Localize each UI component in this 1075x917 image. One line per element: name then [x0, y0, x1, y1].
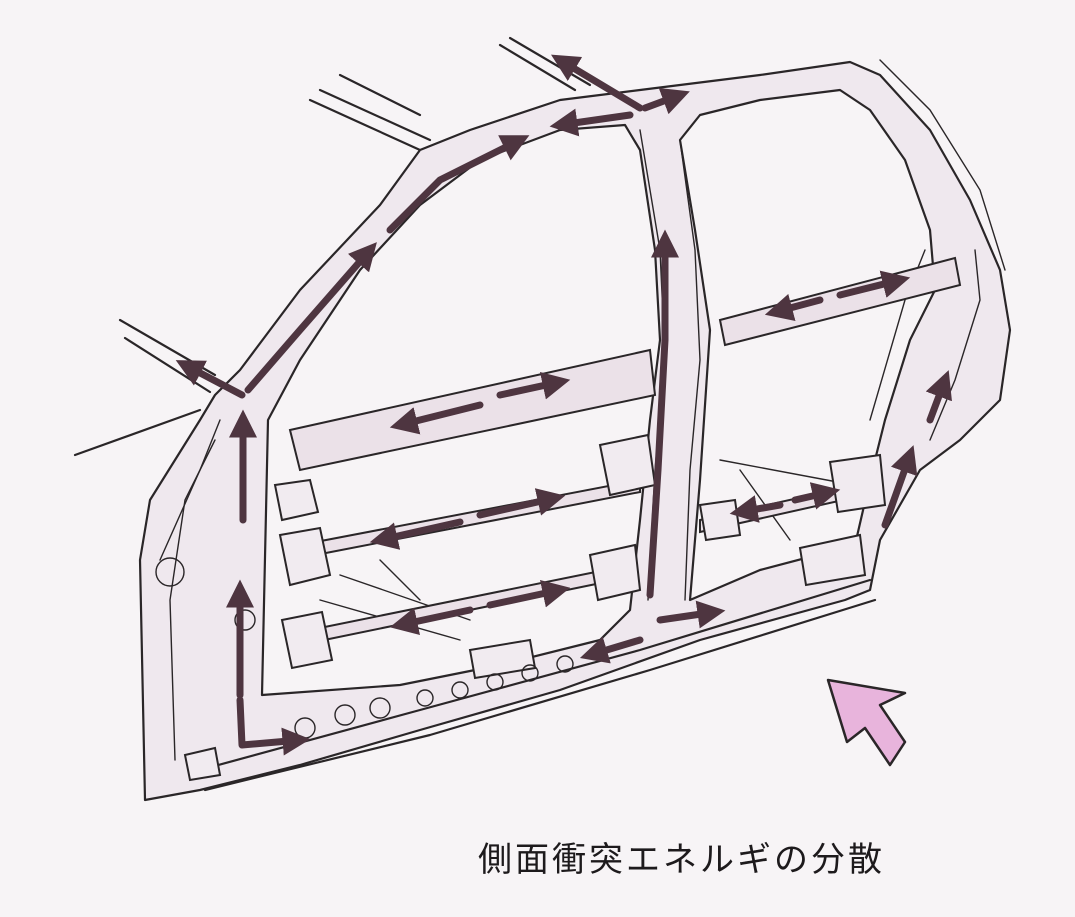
- sill-holes: [294, 655, 574, 739]
- load-path-arrow-icon: [549, 108, 634, 137]
- load-path-arrow-icon: [369, 518, 464, 550]
- roof-rails: [73, 36, 592, 457]
- hinge-brackets: [183, 433, 887, 782]
- load-path-arrow-icon: [550, 54, 644, 112]
- load-path-arrow-icon: [236, 696, 311, 756]
- load-path-arrow-icon: [836, 270, 911, 299]
- load-path-arrow-icon: [486, 579, 571, 609]
- load-path-arrow-icon: [641, 87, 690, 115]
- load-path-arrow-icon: [244, 242, 377, 394]
- load-path-arrow-icon: [656, 600, 726, 629]
- load-path-arrow-icon: [791, 482, 841, 510]
- load-path-arrow-icon: [881, 445, 918, 529]
- load-path-arrow-icon: [389, 606, 474, 636]
- load-path-arrows: [175, 54, 952, 756]
- load-path-arrow-icon: [646, 229, 679, 599]
- load-path-arrow-icon: [579, 636, 644, 664]
- impact-arrow-icon: [826, 678, 907, 767]
- diagram-caption: 側面衝突エネルギの分散: [478, 840, 885, 880]
- load-path-arrow-icon: [476, 488, 566, 519]
- load-path-arrow-icon: [389, 401, 484, 435]
- load-path-arrow-icon: [764, 293, 824, 322]
- load-path-arrow-icon: [175, 360, 246, 399]
- load-path-arrow-icon: [386, 135, 530, 234]
- load-path-arrow-icon: [925, 370, 952, 424]
- load-path-arrow-icon: [729, 495, 784, 523]
- load-path-arrow-icon: [496, 372, 571, 400]
